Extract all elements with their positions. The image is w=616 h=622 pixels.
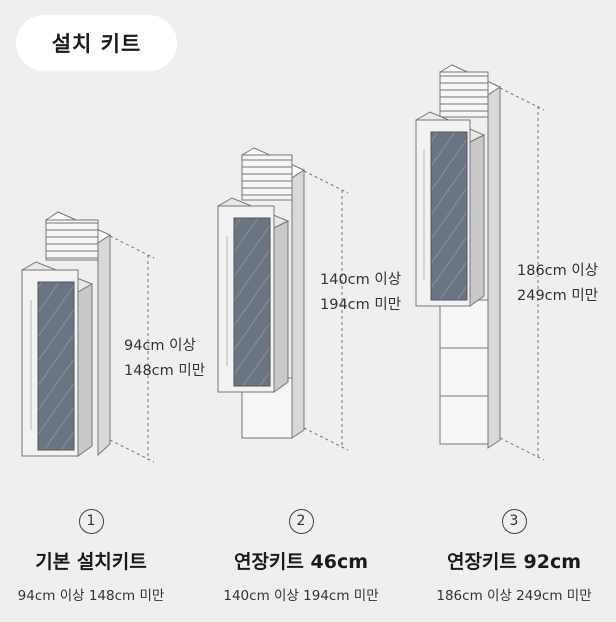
range-max: 194cm 미만: [320, 297, 402, 313]
range-label-1: 94cm 이상 148cm 미만: [124, 334, 205, 384]
range-min: 186cm 이상: [517, 263, 599, 279]
range-label-3: 186cm 이상 249cm 미만: [517, 259, 598, 309]
range-min: 94cm 이상: [124, 338, 196, 354]
unit-2-extension-46: [216, 147, 349, 451]
range-min: 140cm 이상: [320, 272, 402, 288]
kit-number: 1: [78, 509, 104, 534]
range-max: 148cm 미만: [124, 363, 206, 379]
kit-name: 연장키트 46cm: [233, 551, 369, 573]
kit-1: 1 기본 설치키트 94cm 이상 148cm 미만: [0, 509, 191, 604]
kit-number: 2: [288, 509, 314, 534]
unit-3-extension-92: [414, 64, 545, 461]
kit-2: 2 연장키트 46cm 140cm 이상 194cm 미만: [201, 509, 401, 604]
kit-range: 186cm 이상 249cm 미만: [436, 588, 592, 604]
kit-name: 기본 설치키트: [35, 551, 147, 573]
kit-range: 94cm 이상 148cm 미만: [17, 588, 165, 604]
section-title: 설치 키트: [16, 15, 177, 71]
kit-range: 140cm 이상 194cm 미만: [223, 588, 379, 604]
kit-number: 3: [501, 509, 527, 534]
range-max: 249cm 미만: [517, 288, 599, 304]
range-label-2: 140cm 이상 194cm 미만: [320, 268, 401, 318]
kit-3: 3 연장키트 92cm 186cm 이상 249cm 미만: [414, 509, 614, 604]
kit-name: 연장키트 92cm: [446, 551, 582, 573]
unit-1-basic-kit: [20, 211, 155, 463]
